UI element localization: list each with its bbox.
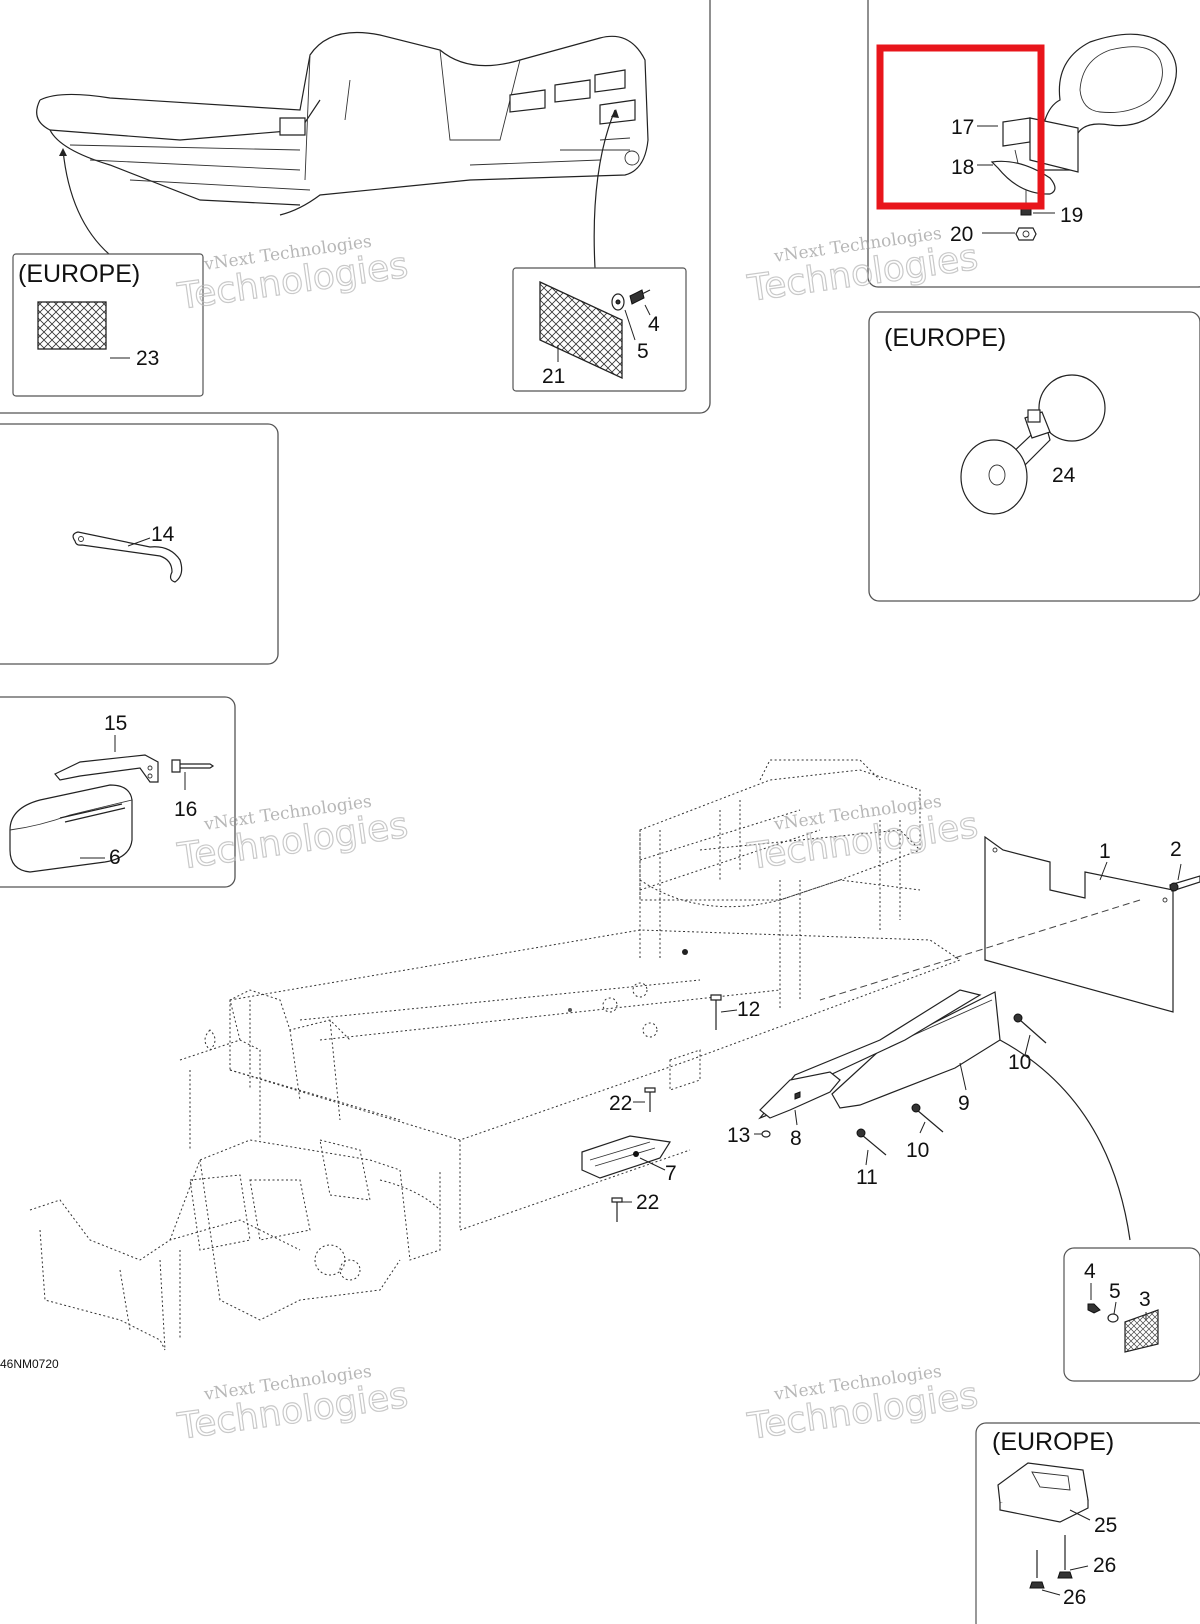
callout-4-bottom: 4 — [1084, 1260, 1096, 1283]
callout-18: 18 — [951, 156, 974, 179]
highlight-box — [876, 44, 1045, 210]
callout-9: 9 — [958, 1092, 970, 1115]
callout-11: 11 — [856, 1166, 878, 1189]
callout-1: 1 — [1099, 840, 1111, 863]
callout-21: 21 — [542, 365, 565, 388]
callout-10-b: 10 — [906, 1139, 929, 1162]
callout-3: 3 — [1139, 1288, 1151, 1311]
callout-6: 6 — [109, 846, 121, 869]
callout-20: 20 — [950, 223, 973, 246]
callout-5-top: 5 — [637, 340, 649, 363]
callout-10-a: 10 — [1008, 1051, 1031, 1074]
chassis-frame: 1 2 9 8 10 10 11 12 — [0, 759, 1200, 1371]
callout-25: 25 — [1094, 1514, 1117, 1537]
watermark-3: vNext Technologies Technologies — [174, 792, 411, 879]
callout-23: 23 — [136, 347, 159, 370]
callout-22-a: 22 — [609, 1092, 632, 1115]
callout-15: 15 — [104, 712, 127, 735]
inset-reflector-hardware: 4 5 21 — [512, 267, 687, 392]
watermark-5: vNext Technologies Technologies — [174, 1362, 411, 1449]
horn-region-label: (EUROPE) — [884, 324, 1006, 352]
callout-8: 8 — [790, 1127, 802, 1150]
panel-europe-horn: (EUROPE) 24 — [868, 311, 1200, 602]
callout-16: 16 — [174, 798, 197, 821]
callout-24: 24 — [1052, 464, 1076, 487]
panel-seat-bracket: 15 6 16 — [0, 696, 236, 888]
callout-26-a: 26 — [1093, 1554, 1116, 1577]
callout-19: 19 — [1060, 204, 1083, 227]
callout-13: 13 — [727, 1124, 750, 1147]
callout-12: 12 — [737, 998, 760, 1021]
panel-rear-body: (EUROPE) 23 4 5 21 — [0, 0, 711, 414]
cover-region-label: (EUROPE) — [992, 1428, 1114, 1456]
callout-2: 2 — [1170, 838, 1182, 861]
callout-4-top: 4 — [648, 313, 660, 336]
watermark-4: vNext Technologies Technologies — [744, 792, 981, 879]
inset-europe-cover: (EUROPE) 25 26 26 — [975, 1422, 1200, 1624]
panel-mirror: 17 18 19 20 — [867, 0, 1200, 288]
inset-europe-reflector: (EUROPE) 23 — [12, 253, 204, 397]
callout-26-b: 26 — [1063, 1586, 1086, 1609]
callout-17: 17 — [951, 116, 974, 139]
panel-wrench: 14 — [0, 423, 279, 665]
callout-14: 14 — [151, 523, 175, 546]
watermark-6: vNext Technologies Technologies — [744, 1362, 981, 1449]
drawing-code: 46NM0720 — [0, 1357, 59, 1371]
inset-rear-reflector: 4 5 3 — [1063, 1247, 1200, 1382]
callout-5-bottom: 5 — [1109, 1280, 1121, 1303]
inset-region-label: (EUROPE) — [18, 260, 140, 288]
callout-7: 7 — [665, 1162, 677, 1185]
callout-22-b: 22 — [636, 1191, 659, 1214]
